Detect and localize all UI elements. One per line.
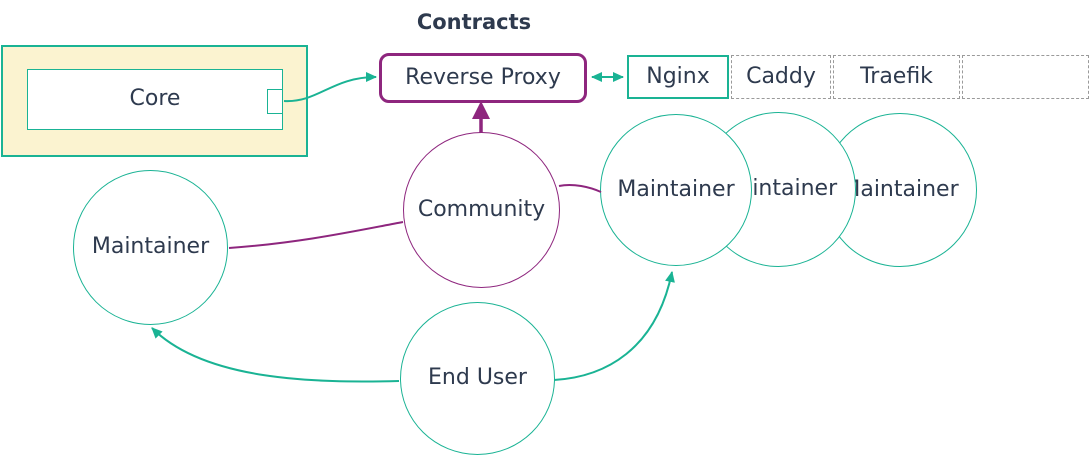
maintainer-right-1-label: Maintainer: [617, 176, 735, 202]
proxy-option-traefik: Traefik: [833, 55, 960, 99]
reverse-proxy-label: Reverse Proxy: [405, 64, 561, 90]
traefik-label: Traefik: [860, 63, 933, 89]
maintainer-right-1-circle: Maintainer: [600, 114, 752, 266]
maintainer-left-label: Maintainer: [91, 234, 210, 260]
core-node: Core: [27, 69, 283, 130]
edge-end-user-to-maintainer-right: [553, 271, 675, 381]
maintainer-left-circle: Maintainer: [73, 170, 228, 325]
core-port: [267, 89, 283, 114]
edge-community-to-reverse-proxy-arrowhead: [472, 101, 490, 119]
end-user-label: End User: [428, 365, 527, 391]
community-label: Community: [417, 196, 546, 222]
caddy-label: Caddy: [746, 63, 816, 89]
reverse-proxy-node: Reverse Proxy: [379, 53, 587, 103]
edge-end-user-to-maintainer-left: [151, 327, 400, 383]
maintainer-right-3-label: Maintainer: [841, 176, 959, 202]
nginx-label: Nginx: [646, 63, 710, 89]
proxy-option-caddy: Caddy: [731, 55, 831, 99]
proxy-option-empty: [962, 55, 1089, 99]
edge-maintainer-left-community: [228, 221, 404, 249]
proxy-option-nginx: Nginx: [627, 55, 729, 99]
diagram-title: Contracts: [416, 10, 532, 34]
core-label: Core: [129, 86, 181, 112]
community-circle: Community: [403, 132, 560, 288]
end-user-circle: End User: [400, 302, 555, 455]
edge-community-maintainer-right: [558, 183, 602, 193]
